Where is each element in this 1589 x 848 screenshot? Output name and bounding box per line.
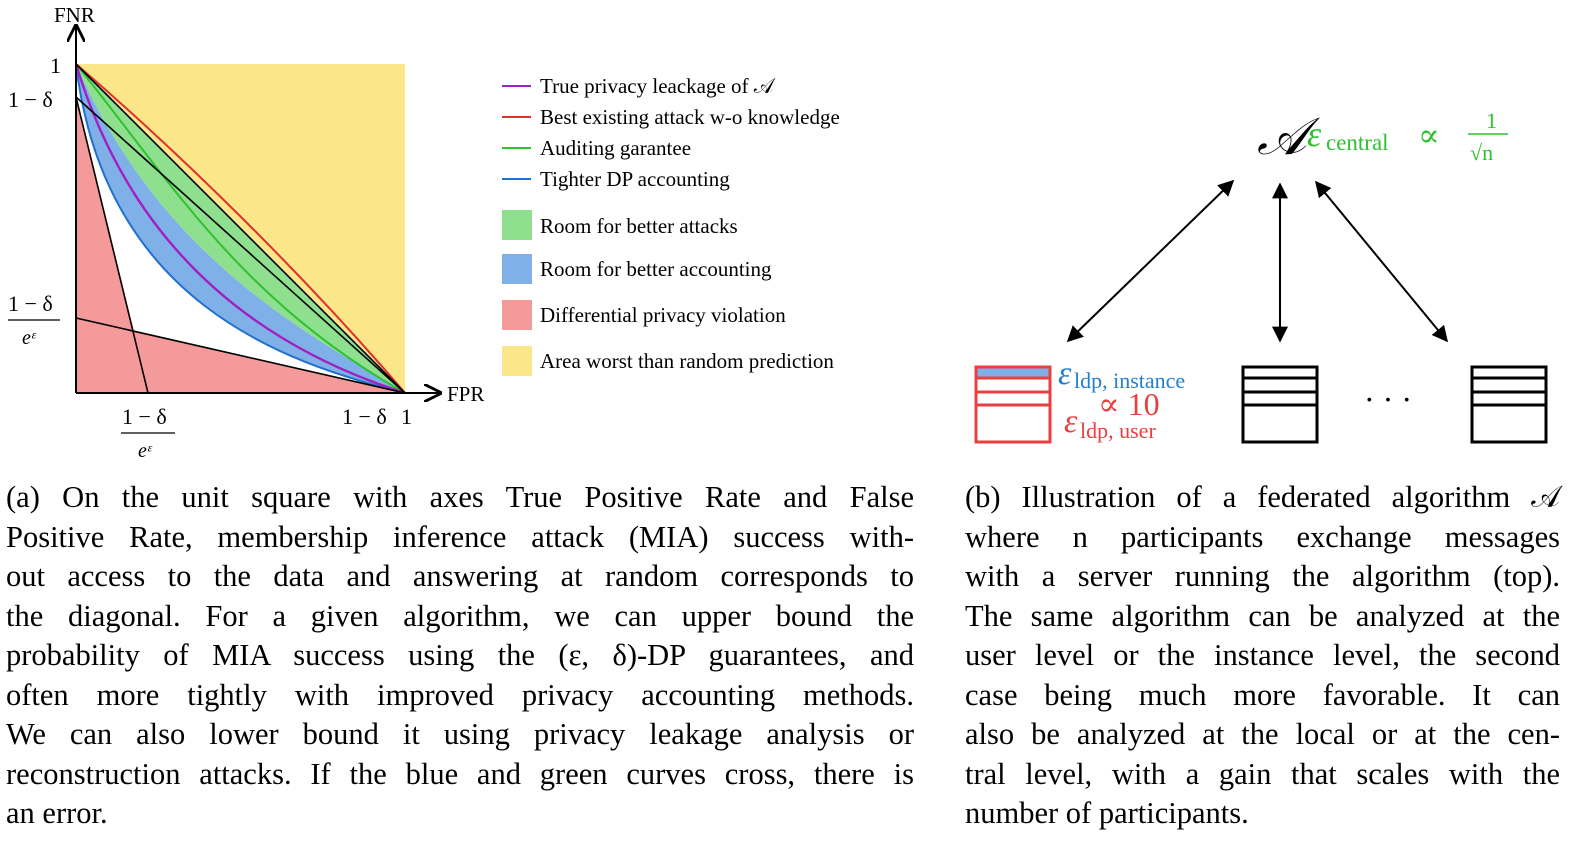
legend-label-better-accounting: Room for better accounting: [540, 257, 772, 281]
legend-swatch-better-attacks: [502, 210, 532, 240]
x-tick-fraction-numerator: 1 − δ: [122, 404, 167, 429]
caption-a-line: probability of MIA success using the (ε,…: [6, 638, 914, 672]
caption-a-line: (a) On the unit square with axes True Po…: [6, 480, 914, 514]
curve-true-privacy-leakage: [74, 63, 406, 395]
x-tick-one: 1: [401, 404, 412, 429]
curve-tighter-dp-accounting: [75, 63, 406, 394]
curve-best-existing-attack: [75, 63, 406, 394]
ldp-user-proportional: ∝ 10: [1098, 386, 1160, 422]
caption-b-line: tral level, with a gain that scales with…: [965, 756, 1560, 791]
participant-2-data: [1241, 365, 1319, 444]
curve-auditing-guarantee: [75, 63, 406, 394]
y-tick-fraction-denominator: eᵋ: [22, 327, 37, 349]
caption-b-line: where n participants exchange messages: [965, 519, 1560, 554]
y-tick-one-minus-delta: 1 − δ: [8, 87, 53, 112]
caption-b-line: (b) Illustration of a federated algorith…: [965, 480, 1560, 514]
caption-a-line: reconstruction attacks. If the blue and …: [6, 756, 914, 791]
central-epsilon-subscript: central: [1326, 130, 1389, 155]
arrow-server-usern: [1314, 180, 1449, 343]
caption-b-line: number of participants.: [965, 796, 1249, 830]
x-tick-one-minus-delta: 1 − δ: [342, 404, 387, 429]
central-fraction-numerator: 1: [1486, 108, 1497, 133]
legend-label-better-attacks: Room for better attacks: [540, 214, 738, 238]
legend-label-true-leakage: True privacy leackage of 𝒜: [540, 74, 776, 98]
ldp-instance-epsilon: ε: [1058, 355, 1072, 392]
caption-a-line: often more tightly with improved privacy…: [6, 677, 914, 712]
dp-boundary-upper: [75, 96, 406, 394]
arrow-server-user1: [1066, 179, 1235, 343]
caption-b-line: with a server running the algorithm (top…: [965, 559, 1560, 593]
x-axis-label: FPR: [447, 382, 484, 406]
ldp-instance-subscript: ldp, instance: [1074, 368, 1185, 393]
caption-a-line: We can also lower bound it using privacy…: [6, 717, 914, 751]
caption-a-line: the diagonal. For a given algorithm, we …: [6, 598, 914, 633]
diagonal-line: [75, 63, 406, 394]
caption-b-line: case being much more favorable. It can: [965, 677, 1560, 712]
ldp-user-subscript: ldp, user: [1080, 418, 1156, 443]
participants-ellipsis: · · ·: [1364, 381, 1412, 417]
privacy-region-plot: FNR FPR 1 1 − δ 1 − δ eᵋ 1 − δ eᵋ 1 − δ …: [8, 3, 840, 462]
legend: True privacy leackage of 𝒜 Best existing…: [502, 74, 840, 376]
caption-b-line: The same algorithm can be analyzed at th…: [965, 598, 1560, 633]
legend-swatch-better-accounting: [502, 254, 532, 284]
caption-figure-a: (a) On the unit square with axes True Po…: [6, 478, 914, 834]
y-axis-label: FNR: [54, 3, 95, 27]
ldp-user-epsilon: ε: [1064, 403, 1078, 440]
central-epsilon: ε: [1307, 114, 1322, 154]
area-room-better-accounting: [76, 64, 405, 393]
caption-a-line: Positive Rate, membership inference atta…: [6, 519, 914, 554]
caption-figure-b: (b) Illustration of a federated algorith…: [965, 478, 1560, 834]
legend-label-tighter-dp: Tighter DP accounting: [540, 167, 730, 191]
legend-label-worse-than-random: Area worst than random prediction: [540, 349, 834, 373]
legend-label-dp-violation: Differential privacy violation: [540, 303, 786, 327]
caption-b-line: also be analyzed at the local or at the …: [965, 717, 1560, 751]
participant-1-instance-highlight: [976, 367, 1050, 378]
caption-b-line: user level or the instance level, the se…: [965, 638, 1560, 672]
legend-label-best-attack: Best existing attack w-o knowledge: [540, 105, 840, 129]
legend-swatch-worse-than-random: [502, 346, 532, 376]
dp-boundary-steep: [75, 96, 149, 394]
legend-label-auditing: Auditing garantee: [540, 136, 691, 160]
caption-a-line: an error.: [6, 796, 108, 830]
central-fraction-denominator: √n: [1470, 140, 1493, 165]
participant-1-data: [974, 365, 1052, 444]
y-tick-fraction-numerator: 1 − δ: [8, 291, 53, 316]
area-dp-violation: [76, 97, 405, 393]
legend-swatch-dp-violation: [502, 300, 532, 330]
dp-boundary-flat: [75, 317, 406, 394]
central-proportional: ∝: [1418, 117, 1440, 153]
caption-a-line: out access to the data and answering at …: [6, 559, 914, 593]
y-tick-one: 1: [50, 53, 61, 78]
participant-n-data: [1470, 365, 1548, 444]
x-tick-fraction-denominator: eᵋ: [138, 440, 153, 462]
federated-diagram: 𝒜 ε central ∝ 1 √n ε ldp, instance ∝ 10 …: [974, 108, 1548, 444]
